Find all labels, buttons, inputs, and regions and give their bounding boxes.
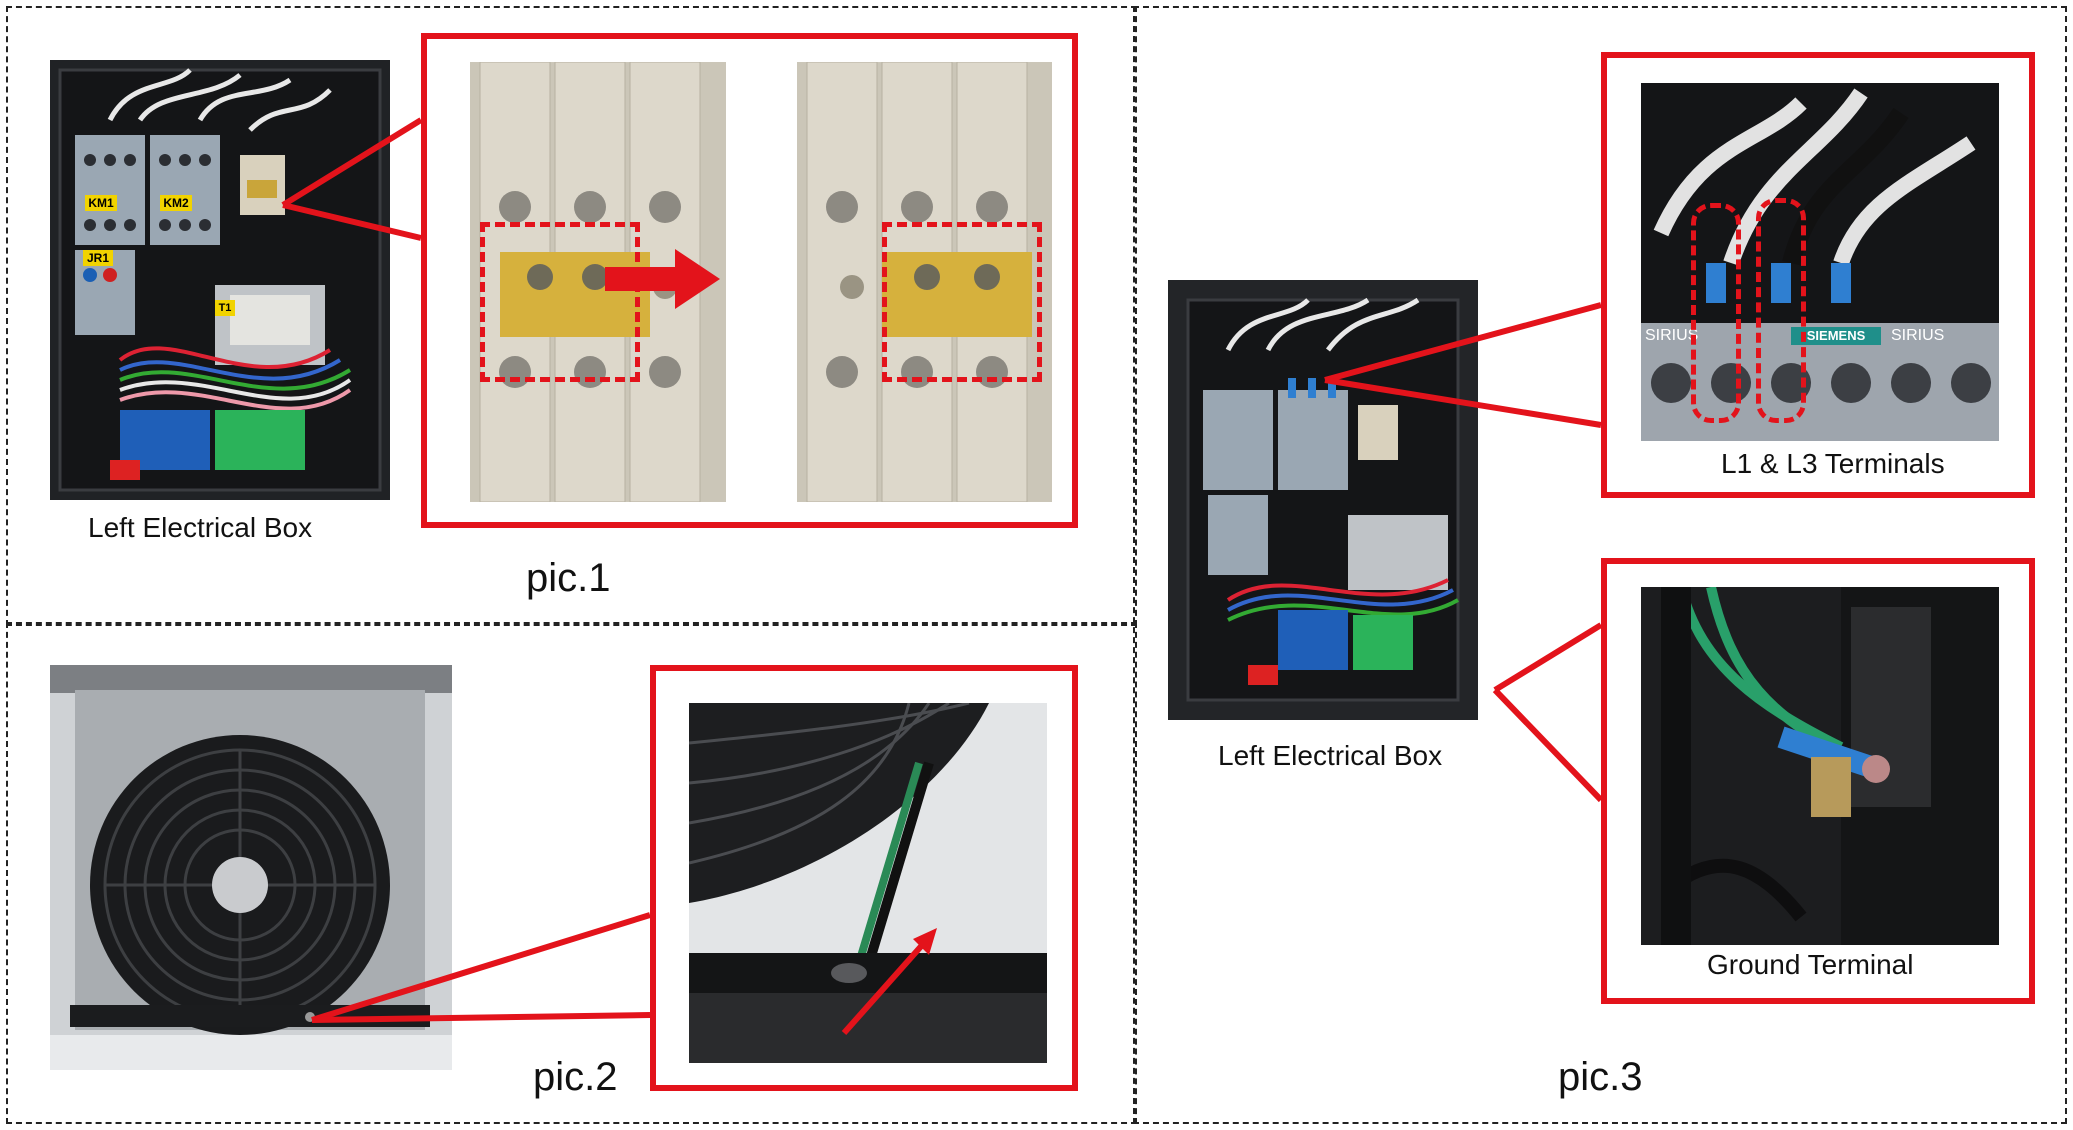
- jumper-highlight-before: [480, 222, 640, 382]
- terminal-block-callout: [421, 33, 1078, 528]
- km2-label: KM2: [163, 196, 189, 210]
- right-arrow-icon: [605, 249, 720, 309]
- ground-terminal-photo: [1641, 587, 1999, 945]
- siemens-brand-label: SIEMENS: [1806, 328, 1866, 343]
- terminal-block-before-photo: [470, 62, 726, 502]
- l1-l3-terminals-photo: SIEMENS SIRIUS SIRIUS: [1641, 83, 1999, 441]
- cable-detail-callout: [650, 665, 1078, 1091]
- cable-detail-photo: [689, 703, 1047, 1063]
- pic3-panel: [1133, 6, 2067, 1124]
- condenser-fan-photo: [50, 665, 452, 1070]
- km1-label: KM1: [88, 196, 114, 210]
- sirius-label-left: SIRIUS: [1645, 327, 1699, 344]
- jumper-highlight-after: [882, 222, 1042, 382]
- ground-terminal-caption: Ground Terminal: [1707, 949, 1914, 980]
- l3-highlight: [1756, 198, 1806, 423]
- pic2-label: pic.2: [533, 1055, 618, 1099]
- l1-l3-terminals-caption: L1 & L3 Terminals: [1721, 448, 1945, 479]
- ground-terminal-callout: Ground Terminal: [1601, 558, 2035, 1004]
- left-electrical-box-photo-1: KM1 KM2 JR1 T1: [50, 60, 390, 500]
- jr1-label: JR1: [86, 251, 109, 265]
- pic1-panel: [6, 6, 1137, 626]
- left-electrical-box-caption-3: Left Electrical Box: [1218, 740, 1443, 771]
- l1-l3-terminals-callout: SIEMENS SIRIUS SIRIUS L1 & L3 Terminals: [1601, 52, 2035, 498]
- l1-highlight: [1691, 203, 1741, 423]
- sirius-label-right: SIRIUS: [1891, 327, 1945, 344]
- pic2-panel: [6, 622, 1137, 1124]
- left-electrical-box-caption-1: Left Electrical Box: [88, 512, 313, 543]
- pic1-label: pic.1: [526, 556, 611, 600]
- terminal-block-after-photo: [797, 62, 1052, 502]
- pic3-label: pic.3: [1558, 1055, 1643, 1099]
- electrical-box-drawing: [50, 60, 390, 500]
- arrow-up-right-icon: [841, 928, 937, 1035]
- left-electrical-box-photo-3: [1168, 280, 1478, 720]
- t1-label: T1: [218, 302, 232, 314]
